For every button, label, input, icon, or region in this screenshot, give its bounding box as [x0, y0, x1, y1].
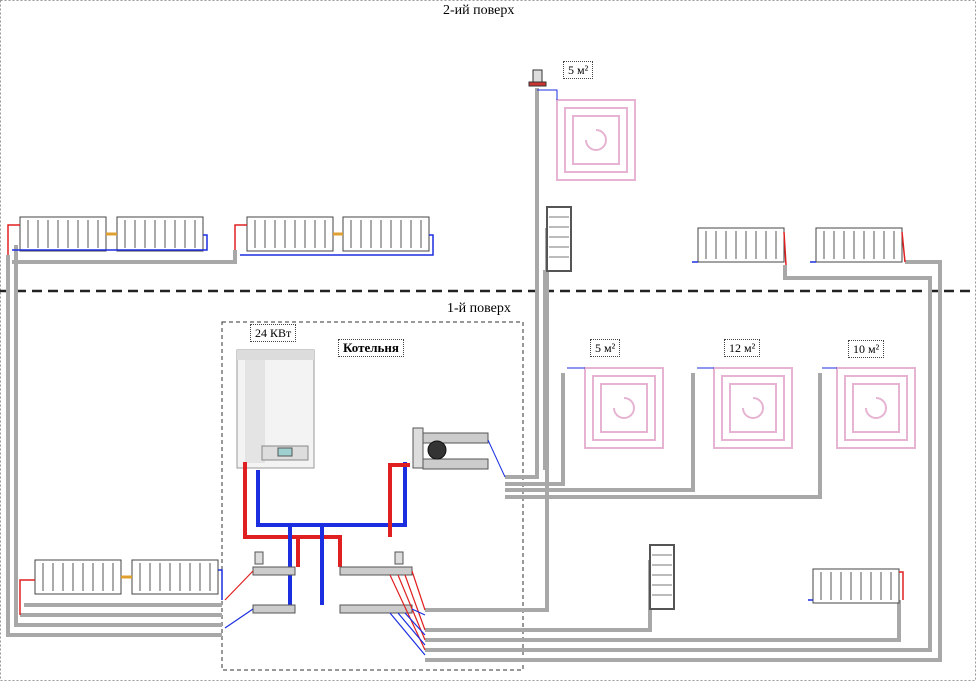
- second-floor-label: 2-ий поверх: [443, 3, 515, 18]
- floor-heating-area-label: 10 м²: [848, 340, 885, 358]
- floor-heating-area-label: 5 м²: [590, 339, 621, 357]
- boiler-power-label: 24 КВт: [250, 324, 297, 342]
- boiler-room-outline: [221, 321, 524, 671]
- gray-pipes: [6, 88, 942, 662]
- air-vent-valve: [528, 69, 547, 87]
- floor-heating-area-label: 5 м²: [563, 61, 594, 79]
- floor-heating-area-label: 12 м²: [724, 339, 761, 357]
- boiler-room-label: Котельня: [338, 339, 404, 357]
- mixing-unit: [412, 427, 506, 478]
- manifolds: [252, 551, 413, 614]
- underfloor-loops: [537, 89, 916, 449]
- boiler: [236, 349, 315, 469]
- main-pipes: [243, 462, 410, 605]
- radiators-upper: [19, 216, 903, 263]
- first-floor-label: 1-й поверх: [447, 301, 511, 316]
- radiators-lower: [34, 559, 900, 604]
